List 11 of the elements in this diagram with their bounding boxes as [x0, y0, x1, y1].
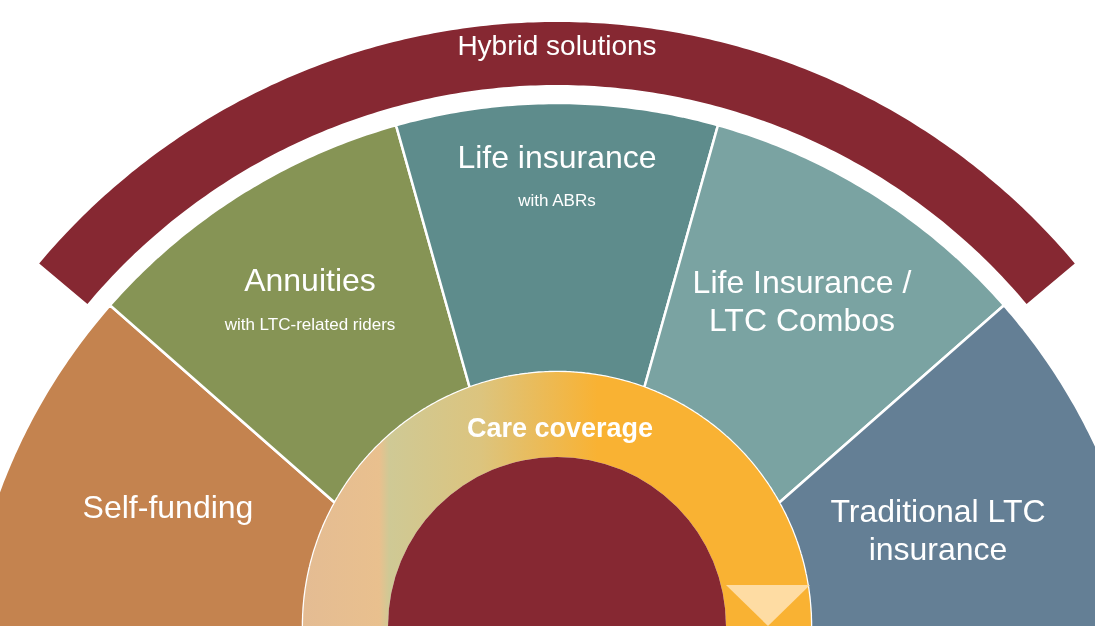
segment-title: Life insurance — [456, 137, 658, 177]
segment-subtitle: with ABRs — [517, 190, 597, 212]
arc-band — [39, 22, 1075, 304]
band-label: Hybrid solutions — [456, 29, 658, 63]
segment-title: Annuities — [243, 260, 377, 300]
ring-label: Care coverage — [465, 411, 655, 445]
segment-subtitle: with LTC-related riders — [223, 314, 397, 336]
fan-segment — [779, 305, 1095, 626]
segment-title: Self-funding — [81, 487, 255, 527]
segment-title: Life Insurance / LTC Combos — [691, 262, 913, 340]
segment-title: Traditional LTC insurance — [829, 491, 1047, 569]
